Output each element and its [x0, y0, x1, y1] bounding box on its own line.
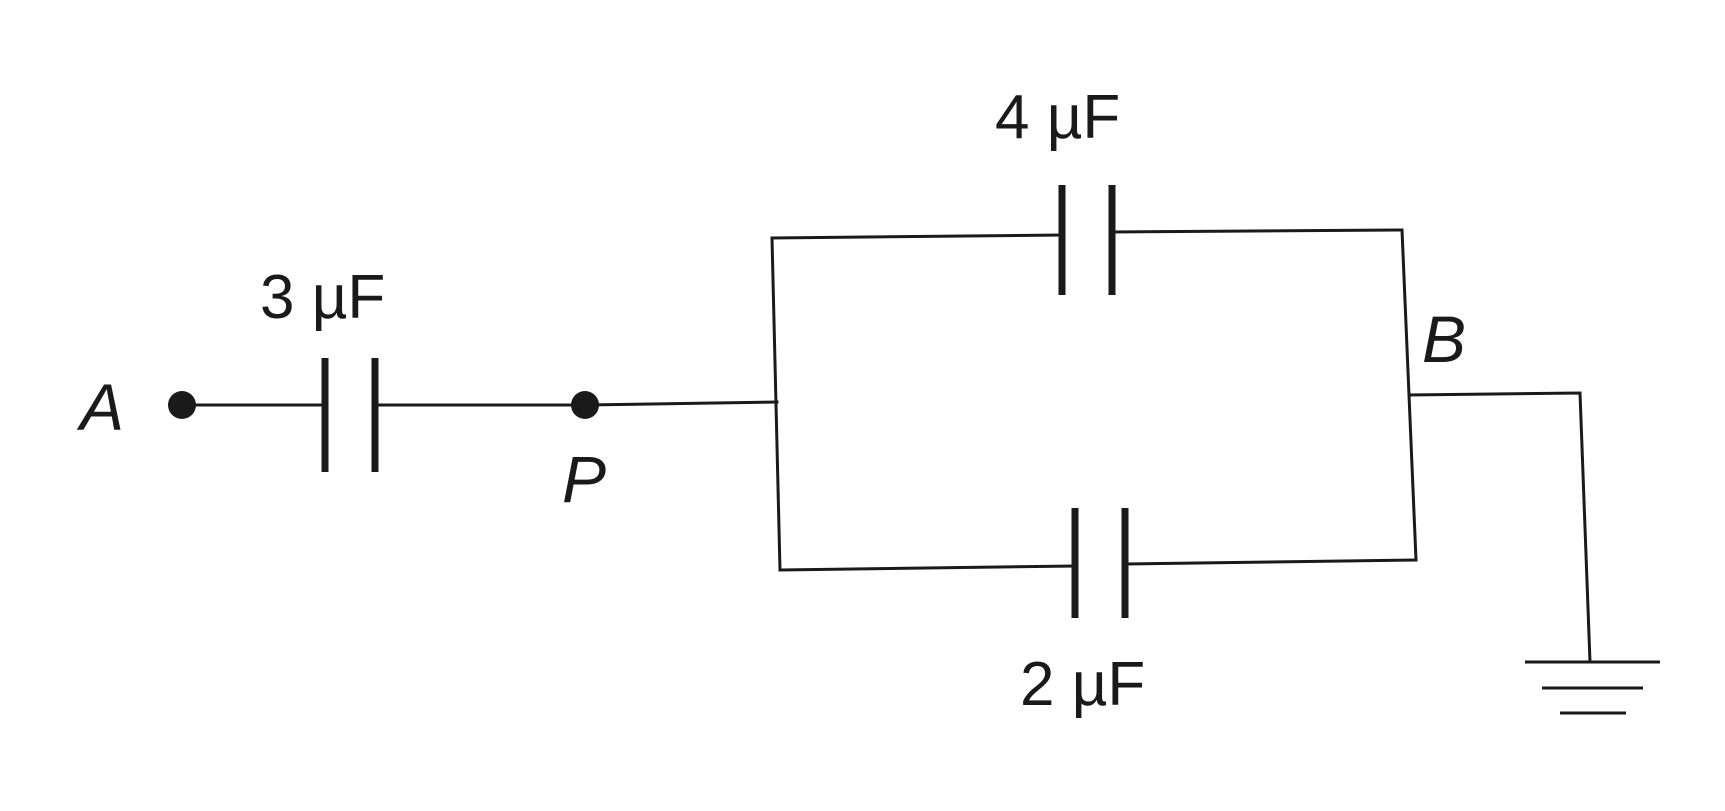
wire-b-to-ground — [1407, 391, 1592, 664]
node-label-p: P — [562, 442, 606, 516]
wire-left-vertical — [770, 236, 782, 572]
capacitor-4uf-label: 4 µF — [995, 83, 1120, 152]
wire-bottom-left — [778, 564, 1077, 572]
node-label-a: A — [76, 370, 124, 444]
wire-p-to-junction — [583, 400, 779, 407]
wires — [180, 228, 1592, 664]
node-label-b: B — [1422, 302, 1466, 376]
wire-top-right — [1110, 228, 1404, 234]
capacitor-3uf — [321, 358, 379, 472]
node-p-dot — [571, 391, 599, 419]
wire-top-left — [770, 233, 1064, 240]
capacitor-4uf — [1058, 185, 1116, 295]
capacitor-2uf-label: 2 µF — [1020, 650, 1145, 719]
capacitor-2uf — [1071, 508, 1129, 618]
node-a-dot — [168, 391, 196, 419]
ground-symbol — [1525, 660, 1660, 715]
capacitor-3uf-label: 3 µF — [260, 263, 385, 332]
wire-bottom-right — [1123, 558, 1418, 566]
